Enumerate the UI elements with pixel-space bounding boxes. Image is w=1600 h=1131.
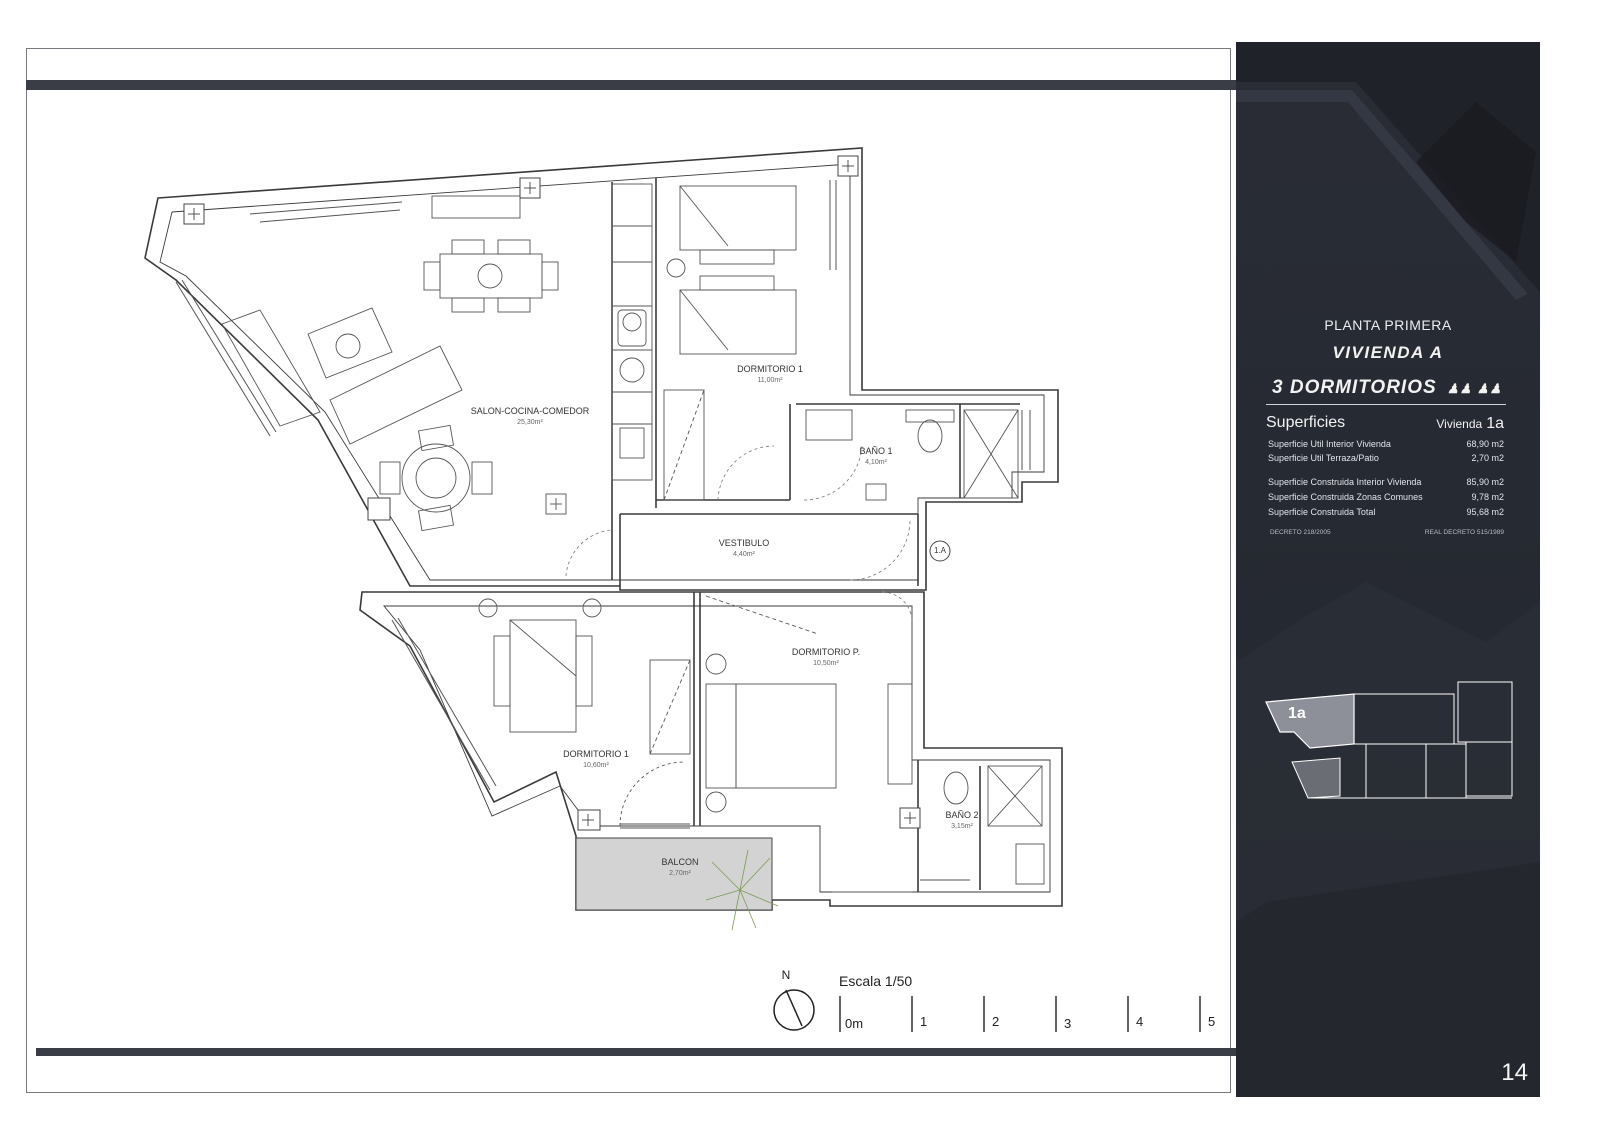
surface-label: Superficie Construida Zonas Comunes xyxy=(1268,492,1423,502)
room-name: BAÑO 1 xyxy=(859,446,893,456)
room-label-salon: SALON-COCINA-COMEDOR 25,30m² xyxy=(450,406,610,428)
room-name: BAÑO 2 xyxy=(945,810,979,820)
floor-plan xyxy=(144,147,1201,1032)
scale-label: Escala 1/50 xyxy=(839,973,913,989)
bedroom-count-text: 3 DORMITORIOS xyxy=(1272,377,1437,398)
room-label-balcon: BALCON 2,70m² xyxy=(640,857,720,879)
room-area: 4,40m² xyxy=(733,551,755,558)
room-name: DORMITORIO 1 xyxy=(737,364,803,374)
room-name: DORMITORIO 1 xyxy=(563,749,629,759)
decree-left: DECRETO 218/2005 xyxy=(1270,529,1331,536)
floor-subtitle: PLANTA PRIMERA xyxy=(1324,317,1452,333)
decree-footnotes: DECRETO 218/2005 REAL DECRETO 515/1989 xyxy=(1270,529,1504,536)
room-name: BALCON xyxy=(661,857,699,867)
room-label-dorm1-bottom: DORMITORIO 1 10,60m² xyxy=(536,749,656,771)
unit-id-label: Vivienda xyxy=(1436,417,1483,431)
surfaces-heading: Superficies xyxy=(1266,414,1346,431)
balcony-area xyxy=(575,837,773,911)
surface-value: 68,90 m2 xyxy=(1466,439,1504,449)
room-name: DORMITORIO P. xyxy=(791,647,861,657)
surface-value: 95,68 m2 xyxy=(1466,507,1504,517)
scale-tick-label: 5 xyxy=(1208,1014,1216,1029)
scale-tick-label: 2 xyxy=(992,1014,1000,1029)
section-marker-circle xyxy=(929,540,951,562)
room-label-bano2: BAÑO 2 3,15m² xyxy=(922,810,1002,832)
page-frame xyxy=(26,48,1231,1093)
bedroom-count: 3 DORMITORIOS ♟♟ ♟♟ xyxy=(1272,377,1502,399)
plant-icon xyxy=(705,849,779,931)
scale-tick-label: 4 xyxy=(1136,1014,1144,1029)
surface-label: Superficie Util Terraza/Patio xyxy=(1268,453,1379,463)
room-name: VESTIBULO xyxy=(718,538,770,548)
surface-value: 85,90 m2 xyxy=(1466,477,1504,487)
scale-tick-label: 0m xyxy=(845,1016,864,1031)
scale-tick-label: 1 xyxy=(920,1014,928,1029)
surface-value: 2,70 m2 xyxy=(1471,453,1504,463)
room-area: 3,15m² xyxy=(951,823,973,830)
north-arrow-icon xyxy=(773,989,815,1031)
surface-label: Superficie Construida Total xyxy=(1268,507,1376,517)
room-area: 10,50m² xyxy=(813,660,839,667)
info-panel: PLANTA PRIMERA VIVIENDA A 3 DORMITORIOS … xyxy=(1236,42,1540,1097)
scale-bar xyxy=(839,996,1201,1032)
room-area: 4,10m² xyxy=(865,459,887,466)
header-band xyxy=(26,80,1236,90)
people-icon: ♟♟ ♟♟ xyxy=(1446,381,1503,396)
room-label-bano1: BAÑO 1 4,10m² xyxy=(836,446,916,468)
room-area: 2,70m² xyxy=(669,870,691,877)
footer-band xyxy=(36,1048,1236,1056)
wall-outline-south xyxy=(359,591,1063,911)
room-area: 11,00m² xyxy=(757,377,783,384)
room-label-vestibulo: VESTIBULO 4,40m² xyxy=(694,538,794,560)
surface-row: Superficie Construida Interior Vivienda 8… xyxy=(1268,477,1504,487)
surface-label: Superficie Util Interior Vivienda xyxy=(1268,439,1391,449)
surface-row: Superficie Util Terraza/Patio 2,70 m2 xyxy=(1268,453,1504,463)
room-name: SALON-COCINA-COMEDOR xyxy=(470,406,590,416)
unit-id-value: 1a xyxy=(1486,415,1504,432)
surface-row: Superficie Util Interior Vivienda 68,90 m… xyxy=(1268,439,1504,449)
section-marker-label: 1.A xyxy=(933,546,946,555)
panel-background-graphic xyxy=(1236,42,1540,1097)
room-label-dorm1-top: DORMITORIO 1 11,00m² xyxy=(710,364,830,386)
surface-value: 9,78 m2 xyxy=(1471,492,1504,502)
key-plan-label: 1a xyxy=(1288,705,1306,722)
key-plan xyxy=(1265,681,1513,799)
surface-label: Superficie Construida Interior Vivienda xyxy=(1268,477,1422,487)
room-area: 25,30m² xyxy=(517,419,543,426)
scale-tick-label: 3 xyxy=(1064,1016,1072,1031)
surface-row: Superficie Construida Total 95,68 m2 xyxy=(1268,507,1504,517)
room-label-dorm-p: DORMITORIO P. 10,50m² xyxy=(766,647,886,669)
decree-right: REAL DECRETO 515/1989 xyxy=(1424,529,1504,536)
surface-row: Superficie Construida Zonas Comunes 9,78 … xyxy=(1268,492,1504,502)
unit-title: VIVIENDA A xyxy=(1332,343,1444,362)
wall-outline-north xyxy=(144,147,1059,591)
room-area: 10,60m² xyxy=(583,762,609,769)
north-label: N xyxy=(781,968,791,982)
page-number: 14 xyxy=(1501,1059,1528,1086)
divider xyxy=(1266,404,1506,405)
